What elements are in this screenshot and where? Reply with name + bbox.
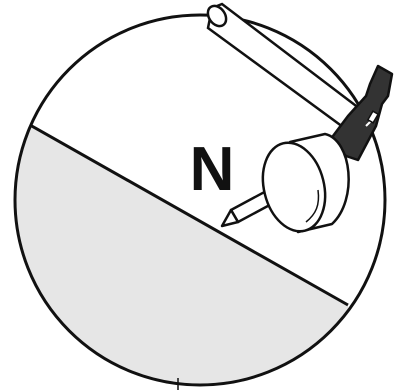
letter-label: N [190, 135, 235, 204]
